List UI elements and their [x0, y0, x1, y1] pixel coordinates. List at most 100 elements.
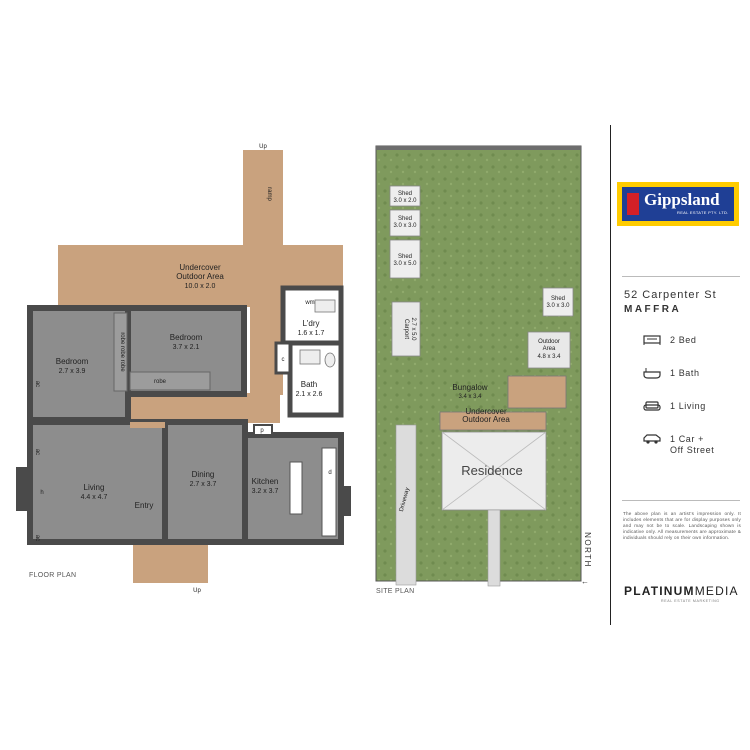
kitchen-window	[341, 486, 351, 516]
ac-label-3: ac	[34, 535, 40, 541]
north-arrow-icon: ←	[581, 577, 589, 586]
feature-bath: 1 Bath	[643, 367, 743, 391]
floor-plan-caption: FLOOR PLAN	[29, 572, 76, 579]
outdoor-label-1: Outdoor	[538, 339, 560, 345]
shed-1	[389, 185, 421, 207]
shed-1-label: Shed	[398, 191, 412, 197]
separator-top	[622, 276, 740, 277]
shed-4-dims: 3.0 x 3.0	[546, 303, 570, 309]
closet-c	[274, 341, 292, 375]
kitchen-label: Kitchen	[252, 477, 279, 486]
undercover-dims: 10.0 x 2.0	[185, 283, 216, 290]
bath-label: Bath	[301, 380, 317, 389]
feature-living-text: 1 Living	[670, 401, 706, 411]
disclaimer: The above plan is an artist's impression…	[623, 511, 741, 540]
living-dims: 4.4 x 4.7	[81, 494, 108, 501]
site-plan-caption-text: SITE PLAN	[376, 588, 415, 595]
site-plan-caption: SITE PLAN	[376, 588, 415, 595]
bungalow	[507, 375, 567, 409]
robe-label: robe	[154, 379, 167, 385]
floor-plan: Up ramp Undercover Outdoor Area 10.0 x 2…	[16, 144, 351, 594]
driveway	[395, 424, 417, 586]
shed-2	[389, 209, 421, 237]
feature-car-text: 1 Car + Off Street	[670, 434, 715, 455]
laundry-label: L'dry	[302, 319, 319, 328]
north-label: NORTH	[583, 532, 592, 568]
living-window	[16, 467, 28, 511]
shed-3-dims: 3.0 x 5.0	[393, 261, 417, 267]
address-street: 52 Carpenter St	[624, 289, 717, 301]
shed-4	[542, 287, 574, 317]
bath-icon	[643, 368, 661, 379]
kitchen-dims: 3.2 x 3.7	[252, 488, 279, 495]
logo-inner: Gippsland REAL ESTATE PTY. LTD.	[622, 187, 734, 221]
path	[487, 509, 501, 587]
shed-1-dims: 3.0 x 2.0	[393, 198, 417, 204]
shed-2-label: Shed	[398, 216, 412, 222]
bedroom-1-dims: 2.7 x 3.9	[59, 368, 86, 375]
sofa-icon	[643, 401, 661, 411]
robe-horizontal	[129, 371, 211, 391]
site-undercover-label-1: Undercover	[465, 407, 507, 416]
feature-bed-text: 2 Bed	[670, 335, 697, 345]
feature-bath-text: 1 Bath	[670, 368, 700, 378]
panel-divider	[610, 125, 611, 625]
kitchen-island	[289, 461, 303, 515]
pantry-label: p	[260, 428, 264, 434]
closet-label: c	[282, 357, 285, 363]
shed-3-label: Shed	[398, 254, 412, 260]
bedroom-1-label: Bedroom	[56, 357, 89, 366]
ramp-deck	[243, 150, 283, 245]
living-room	[27, 419, 168, 545]
dining-label: Dining	[192, 470, 215, 479]
logo-subtitle: REAL ESTATE PTY. LTD.	[677, 210, 729, 215]
up-top-label: Up	[259, 144, 267, 150]
dishwasher-label: d	[328, 470, 331, 476]
logo-name: Gippsland	[644, 190, 720, 209]
car-icon	[643, 434, 661, 444]
shed-4-label: Shed	[551, 296, 565, 302]
pantry	[253, 424, 273, 436]
heater-label: h	[40, 490, 43, 496]
carport	[391, 301, 421, 357]
bungalow-label: Bungalow	[452, 383, 487, 392]
residence-label: Residence	[461, 463, 522, 478]
hall-floor	[130, 393, 280, 423]
brand-name-rest: MEDIA	[694, 584, 739, 598]
bath-dims: 2.1 x 2.6	[296, 391, 323, 398]
roof-ridge-2	[441, 431, 547, 511]
robe-vertical-label: robe robe robe	[119, 332, 125, 372]
outdoor-label-2: Area	[543, 346, 556, 352]
logo-red-mark	[627, 193, 639, 215]
hall-opening	[130, 422, 165, 428]
dining-room	[162, 419, 248, 545]
site-outdoor-area	[527, 331, 571, 369]
site-undercover-label-2: Outdoor Area	[462, 415, 510, 424]
bedroom-2-dims: 3.7 x 2.1	[173, 344, 200, 351]
wm-label: wm	[304, 300, 314, 306]
laundry-tub	[314, 299, 336, 313]
feature-living: 1 Living	[643, 400, 743, 424]
up-bottom-label: Up	[193, 588, 201, 594]
platinum-media-logo: PLATINUMMEDIA	[624, 584, 739, 598]
toilet-icon	[324, 352, 336, 368]
separator-bottom	[622, 500, 740, 501]
undercover-label-2: Outdoor Area	[176, 272, 224, 281]
bedroom-2-room	[125, 305, 247, 397]
entry-label: Entry	[135, 501, 154, 510]
site-plan: Shed 3.0 x 2.0 Shed 3.0 x 3.0 Shed 3.0 x…	[375, 145, 592, 587]
kitchen-bench	[321, 447, 337, 537]
fence-top	[376, 146, 581, 150]
bedroom-2-label: Bedroom	[170, 333, 203, 342]
bath-vanity	[299, 349, 321, 365]
outdoor-dims: 4.8 x 3.4	[537, 354, 561, 360]
living-label: Living	[84, 483, 105, 492]
brand-subtitle: REAL ESTATE MARKETING	[661, 599, 720, 603]
site-undercover	[439, 411, 547, 431]
bed-icon	[643, 335, 661, 345]
robe-vertical	[113, 312, 128, 392]
dining-dims: 2.7 x 3.7	[190, 481, 217, 488]
carport-dims: 2.7 x 5.0	[410, 317, 416, 341]
ramp-label: ramp	[266, 187, 272, 201]
ac-label-2: ac	[34, 449, 40, 455]
